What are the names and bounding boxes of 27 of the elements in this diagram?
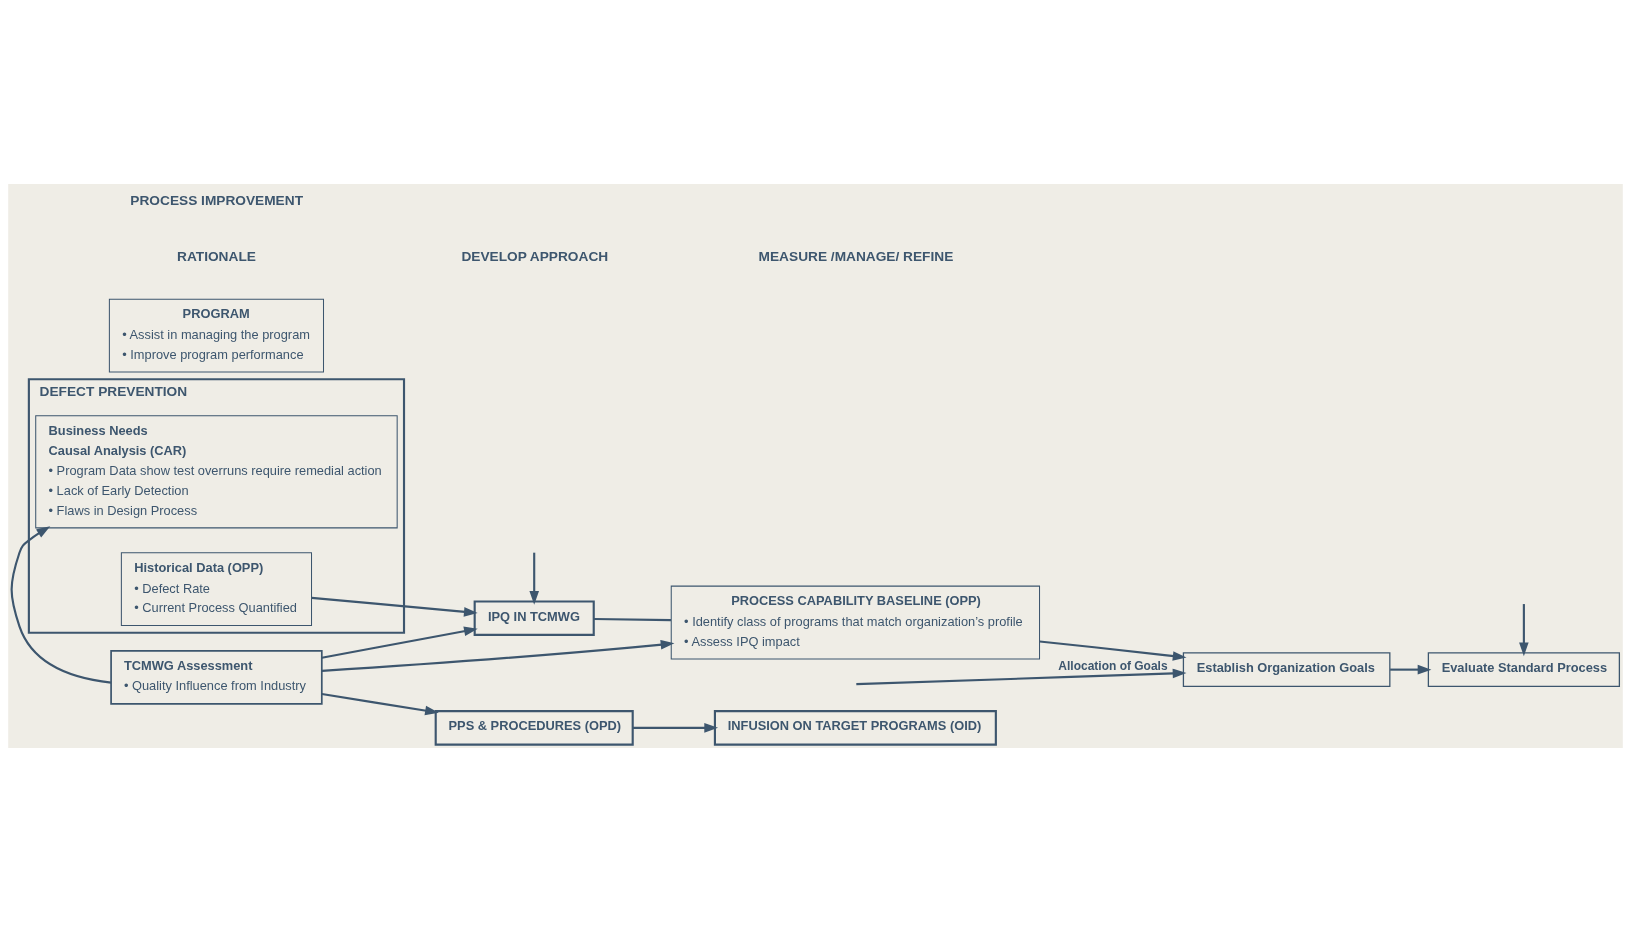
label: PROCESS IMPROVEMENT (130, 193, 304, 209)
label: DEVELOP APPROACH (461, 248, 609, 264)
edge-label: Allocation of Goals (1058, 658, 1168, 673)
arrow (529, 552, 539, 605)
node-box: Establish Organization Goals (1182, 652, 1391, 687)
arrow (1519, 604, 1529, 657)
label: RATIONALE (177, 248, 256, 264)
node-box: Evaluate Standard Process (1427, 652, 1621, 687)
node-box: TCMWG Assessment • Quality Influence from Industry (110, 649, 323, 705)
arrow (10, 526, 112, 684)
arrow (856, 668, 1187, 686)
arrow (321, 693, 439, 716)
arrow (311, 596, 478, 617)
arrow (1390, 664, 1432, 675)
connector (594, 617, 671, 622)
node-box: PPS & PROCEDURES (OPD) (434, 710, 634, 746)
label: MEASURE /MANAGE/ REFINE (758, 248, 954, 264)
node-box: Business Needs Causal Analysis (CAR) • Program Data show test overruns require remedial action • Lack of Early Detection • Flaws in Design Process (35, 415, 398, 529)
node-box: INFUSION ON TARGET PROGRAMS (OID) (713, 710, 997, 746)
arrow (1039, 640, 1187, 661)
arrow (632, 723, 719, 733)
node-box: PROCESS CAPABILITY BASELINE (OPP) • Identify class of programs that match organization’s profile • Assess IPQ impact (670, 585, 1041, 660)
arrow (321, 639, 675, 672)
node-box: IPQ IN TCMWG (473, 600, 595, 636)
node-box: PROGRAM • Assist in managing the program • Improve program performance (108, 298, 325, 373)
arrow (321, 626, 478, 659)
node-box: Historical Data (OPP) • Defect Rate • Current Process Quantified (120, 552, 313, 627)
